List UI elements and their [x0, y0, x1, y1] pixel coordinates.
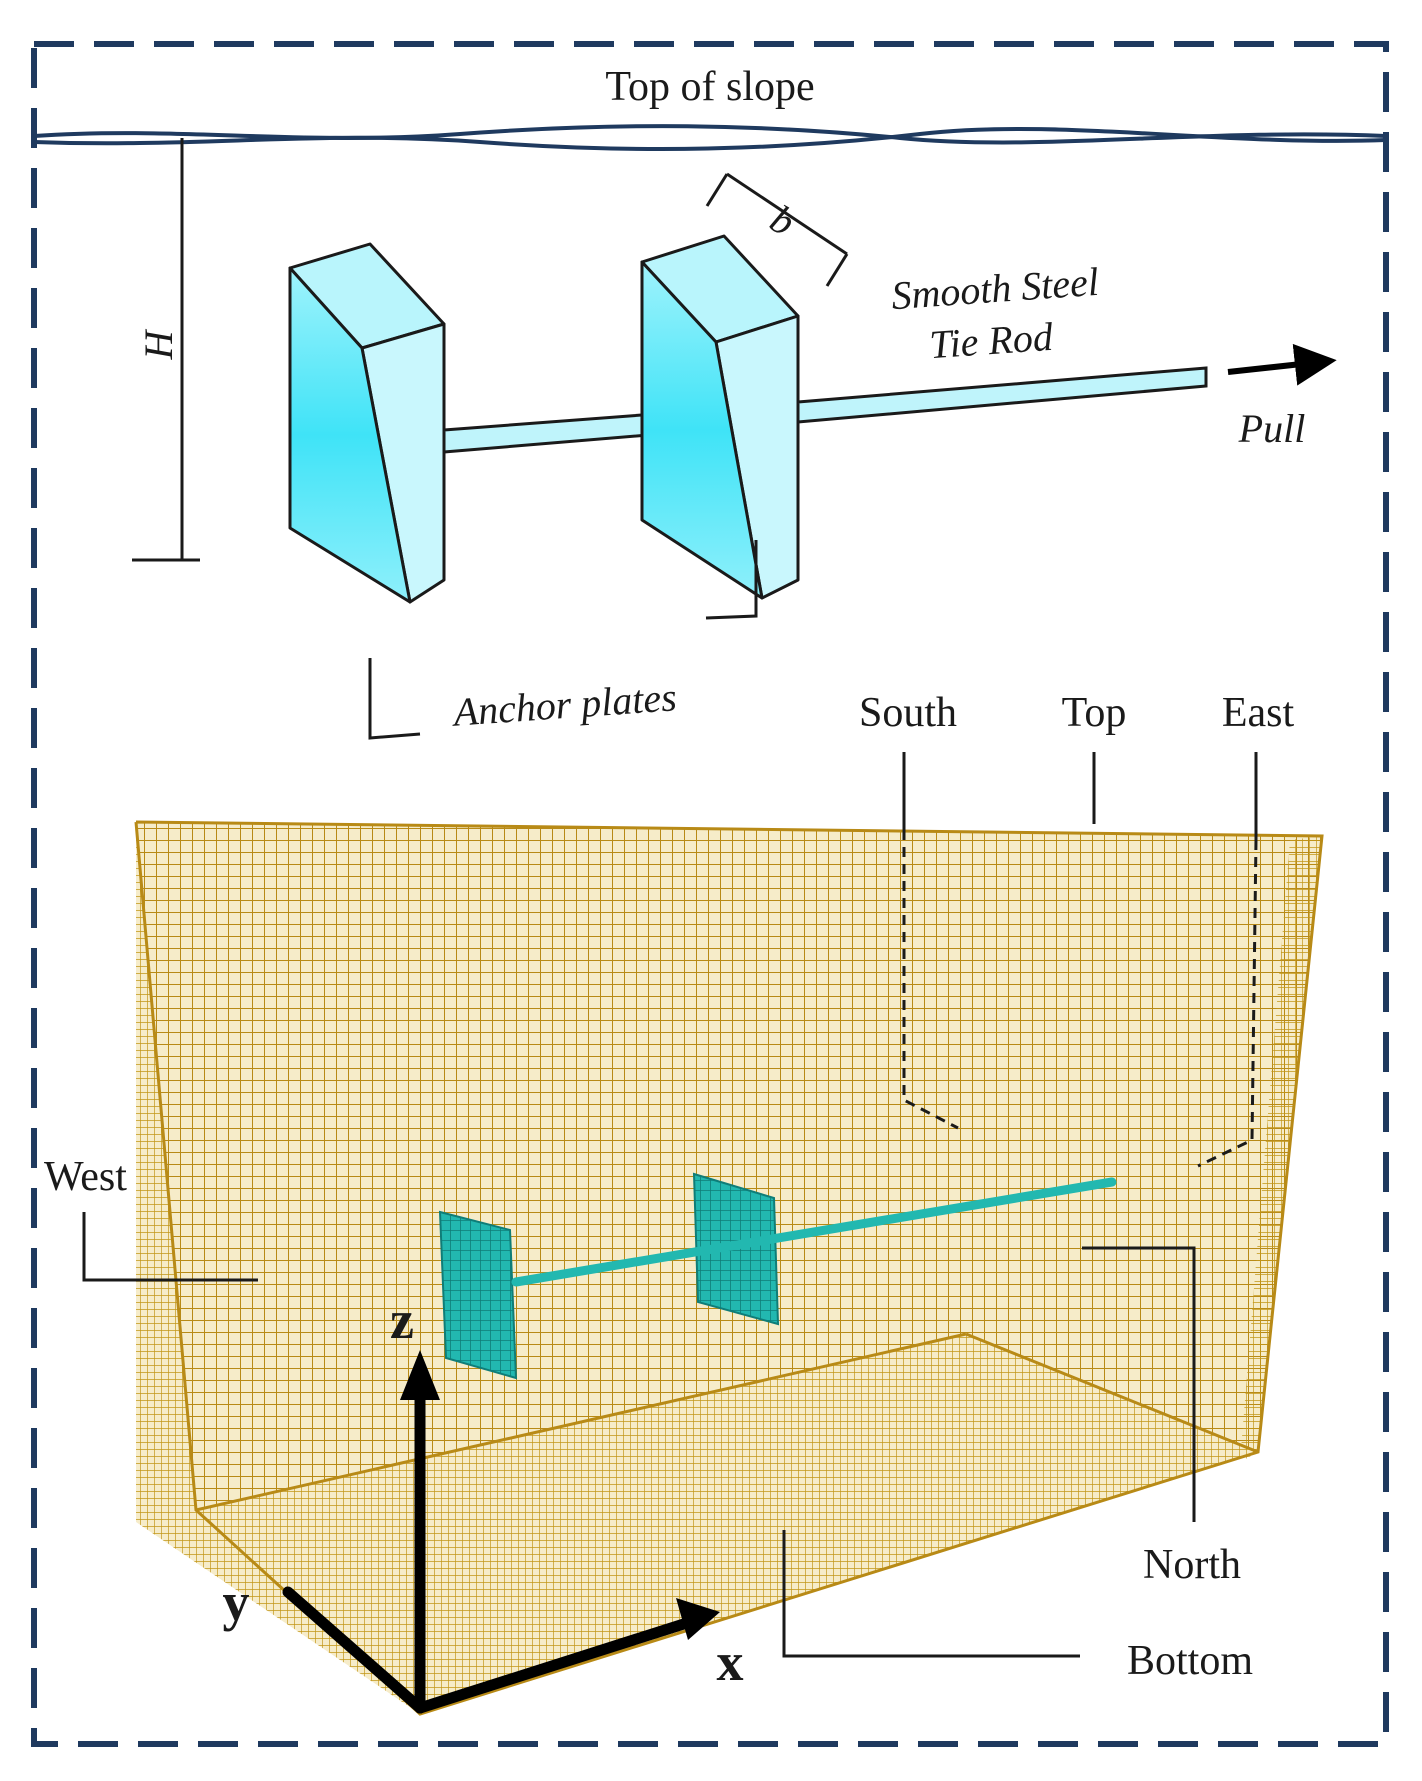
- anchor-plates-bracket: [368, 540, 758, 740]
- top-label: Top: [1062, 690, 1127, 736]
- bottom-label: Bottom: [1127, 1638, 1253, 1684]
- slope-surface-line: [33, 124, 1387, 151]
- width-dimension: [705, 172, 849, 287]
- west-label: West: [44, 1154, 127, 1200]
- axis-x-label: x: [717, 1632, 744, 1692]
- top-of-slope-label: Top of slope: [605, 64, 814, 110]
- anchor-plates-label: Anchor plates: [449, 674, 678, 735]
- anchor-plate-left: [288, 242, 446, 604]
- north-label: North: [1143, 1542, 1241, 1588]
- soil-mesh-box: [134, 820, 1324, 1716]
- south-label: South: [859, 690, 957, 736]
- outer-frame: [31, 41, 1389, 1747]
- tie-rod-outer-segment: [796, 366, 1208, 424]
- tie-rod-label-line2: Tie Rod: [928, 314, 1055, 368]
- mesh-anchor-plate-left: [438, 1210, 518, 1380]
- pull-arrow: [1227, 343, 1337, 386]
- anchor-plate-right: [640, 234, 800, 600]
- pull-label: Pull: [1238, 406, 1306, 451]
- height-symbol: H: [136, 328, 181, 360]
- z-axis-arrowhead: [400, 1350, 440, 1400]
- leader-lines: [82, 752, 1258, 1658]
- axis-z-label: z: [390, 1290, 414, 1350]
- tie-rod-label-line1: Smooth Steel: [890, 259, 1100, 318]
- x-axis-arrowhead: [676, 1598, 720, 1640]
- east-label: East: [1222, 690, 1295, 736]
- height-dimension: [132, 138, 200, 562]
- mesh-tie-rod: [511, 1177, 1117, 1287]
- axis-y-label: y: [223, 1572, 250, 1632]
- coordinate-axes: [282, 1374, 696, 1714]
